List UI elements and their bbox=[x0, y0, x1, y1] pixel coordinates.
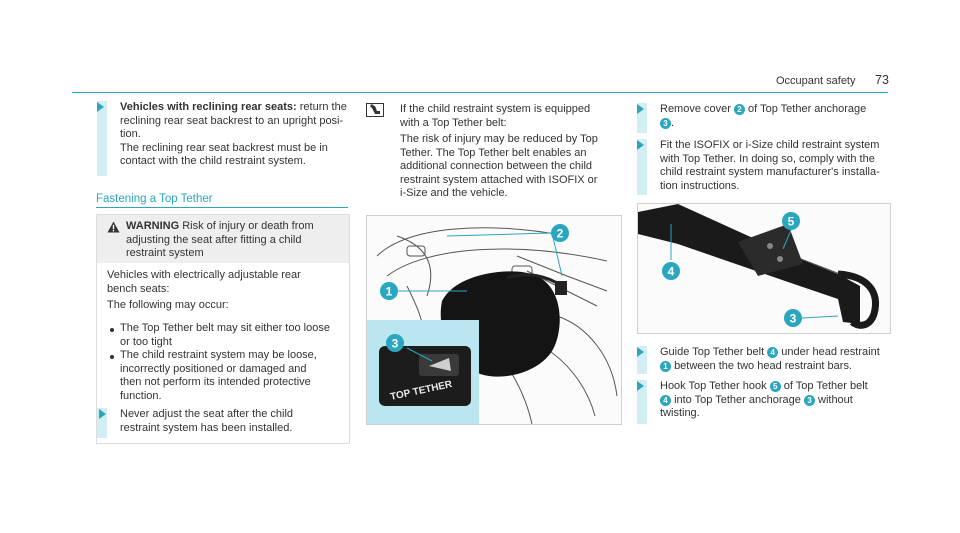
child-seat-note-icon bbox=[366, 103, 384, 117]
step-text: restraint system has been installed. bbox=[120, 421, 293, 434]
step-bar bbox=[637, 380, 647, 424]
note-text: i-Size and the vehicle. bbox=[400, 187, 508, 199]
callout-3 bbox=[386, 334, 404, 352]
callout-ref-3: 3 bbox=[660, 117, 671, 129]
warning-triangle-icon bbox=[107, 221, 120, 233]
callout-5-label: 5 bbox=[788, 215, 795, 229]
step-text: contact with the child restraint system. bbox=[120, 155, 306, 167]
warning-bullet-text: function. bbox=[120, 389, 162, 402]
warning-text: bench seats: bbox=[107, 282, 170, 295]
warning-head-text: adjusting the seat after fitting a child bbox=[126, 233, 302, 246]
step-remove-cover: Remove cover 2 of Top Tether anchorage 3… bbox=[637, 103, 887, 133]
callout-ref-1: 1 bbox=[660, 360, 671, 372]
warning-label: WARNING bbox=[126, 220, 180, 232]
step-text: tion. bbox=[120, 128, 141, 140]
step-bar bbox=[637, 346, 647, 374]
warning-box: WARNING Risk of injury or death from adj… bbox=[96, 214, 350, 444]
step-arrow-icon bbox=[637, 140, 644, 150]
section-title: Fastening a Top Tether bbox=[96, 193, 213, 205]
step-bar bbox=[637, 103, 647, 133]
step-text: without bbox=[818, 393, 853, 406]
warning-bullet-text: The child restraint system may be loose, bbox=[120, 349, 317, 361]
warning-bullet-text: The Top Tether belt may sit either too l… bbox=[120, 322, 330, 334]
callout-2-label: 2 bbox=[557, 227, 564, 241]
warning-text: Vehicles with electrically adjustable re… bbox=[107, 269, 301, 281]
warning-bullet-text: then not perform its intended protective bbox=[120, 376, 311, 388]
step-text: Guide Top Tether belt bbox=[660, 346, 765, 358]
note-text: additional connection between the child bbox=[400, 160, 593, 172]
note-text: The risk of injury may be reduced by Top bbox=[400, 133, 598, 145]
warning-text: The following may occur: bbox=[107, 299, 229, 311]
step-arrow-icon bbox=[637, 381, 644, 391]
step-hook-belt: Hook Top Tether hook 5 of Top Tether bel… bbox=[637, 380, 887, 424]
warning-header bbox=[97, 215, 349, 263]
note-text: If the child restraint system is equippe… bbox=[400, 103, 591, 115]
warning-bullet-text: or too tight bbox=[120, 335, 172, 348]
note-text: restraint system attached with ISOFIX or bbox=[400, 173, 598, 186]
step-text: Hook Top Tether hook bbox=[660, 380, 767, 392]
callout-ref-3: 3 bbox=[803, 394, 815, 406]
callout-ref-4: 4 bbox=[660, 394, 671, 406]
page-number: 73 bbox=[875, 73, 889, 87]
tether-belt-illustration: 4 5 3 bbox=[638, 204, 879, 329]
note-text: Tether. The Top Tether belt enables an bbox=[400, 146, 587, 159]
step-text: reclining rear seat backrest to an uprig… bbox=[120, 114, 344, 127]
bullet-icon bbox=[110, 355, 114, 359]
step-guide-belt: Guide Top Tether belt 4 under head restr… bbox=[637, 346, 887, 374]
warning-action-step: Never adjust the seat after the child re… bbox=[97, 408, 347, 438]
callout-3-label: 3 bbox=[392, 337, 399, 351]
warning-bullet-text: incorrectly positioned or damaged and bbox=[120, 362, 307, 375]
step-reclining-seats: Vehicles with reclining rear seats: retu… bbox=[97, 101, 347, 176]
note-text: with a Top Tether belt: bbox=[400, 116, 507, 129]
step-bar bbox=[637, 139, 647, 195]
callout-ref-5: 5 bbox=[769, 381, 781, 392]
step-arrow-icon bbox=[97, 102, 104, 112]
callout-3-label: 3 bbox=[790, 312, 797, 326]
callout-4 bbox=[662, 262, 680, 280]
step-arrow-icon bbox=[637, 104, 644, 114]
step-text: of Top Tether anchorage bbox=[748, 103, 867, 115]
warning-head-text: Risk of injury or death from bbox=[182, 220, 314, 232]
figure-top-tether-belt: 4 5 3 bbox=[637, 203, 891, 334]
step-text: return the bbox=[299, 101, 347, 113]
step-bar bbox=[97, 408, 107, 438]
callout-4-label: 4 bbox=[668, 265, 675, 279]
seat-illustration: TOP TETHER 1 2 3 bbox=[367, 224, 618, 424]
step-bar bbox=[97, 101, 107, 176]
callout-1-label: 1 bbox=[386, 285, 393, 299]
warning-head-text: restraint system bbox=[126, 247, 204, 259]
section-title-rule bbox=[96, 207, 348, 208]
header-section: Occupant safety bbox=[776, 75, 856, 87]
bullet-icon bbox=[110, 328, 114, 332]
step-text: tion instructions. bbox=[660, 179, 740, 192]
figure-top-tether-anchorage: TOP TETHER 1 2 3 bbox=[366, 215, 622, 425]
step-text: Fit the ISOFIX or i-Size child restraint… bbox=[660, 139, 880, 151]
callout-ref-4: 4 bbox=[767, 347, 779, 358]
step-text: Remove cover bbox=[660, 103, 731, 115]
step-text: . bbox=[671, 116, 675, 129]
header-rule bbox=[72, 92, 888, 93]
step-text: with Top Tether. In doing so, comply wit… bbox=[660, 152, 875, 165]
step-arrow-icon bbox=[99, 409, 106, 419]
callout-3 bbox=[784, 309, 802, 327]
step-arrow-icon bbox=[637, 347, 644, 357]
callout-2 bbox=[551, 224, 569, 242]
step-text: between the two head restraint bars. bbox=[674, 359, 853, 372]
callout-1 bbox=[380, 282, 398, 300]
callout-ref-2: 2 bbox=[733, 104, 745, 115]
step-text: of Top Tether belt bbox=[783, 380, 868, 392]
step-text: under head restraint bbox=[781, 346, 880, 358]
step-text: The reclining rear seat backrest must be… bbox=[120, 141, 328, 154]
step-bold-label: Vehicles with reclining rear seats: bbox=[120, 101, 297, 113]
step-text: into Top Tether anchorage bbox=[674, 393, 801, 406]
step-text: twisting. bbox=[660, 407, 700, 419]
step-fit-isofix: Fit the ISOFIX or i-Size child restraint… bbox=[637, 139, 887, 195]
step-text: Never adjust the seat after the child bbox=[120, 408, 294, 420]
callout-5 bbox=[782, 212, 800, 230]
step-text: child restraint system manufacturer's in… bbox=[660, 166, 880, 178]
